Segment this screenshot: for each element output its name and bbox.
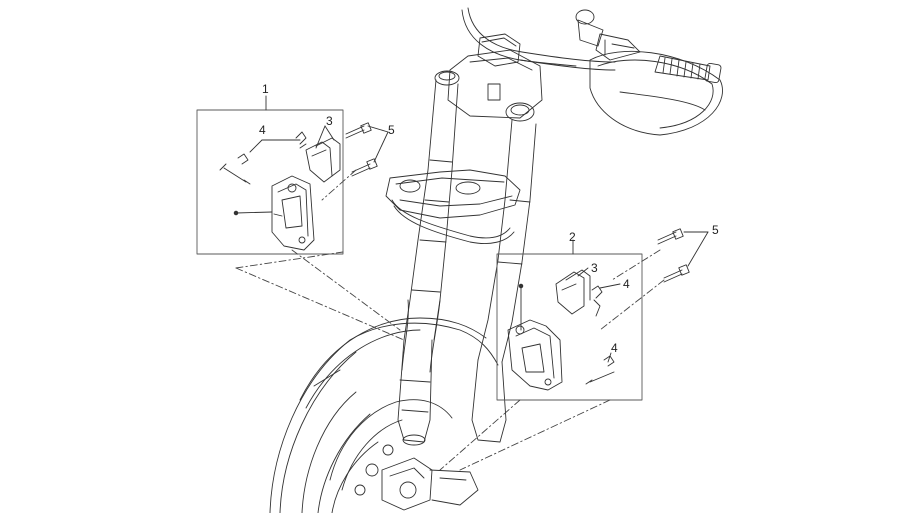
front-wheel [269,317,499,513]
callout-2-caliper: 2 [569,230,576,244]
lower-triple-clamp [385,169,521,244]
left-caliper-group [196,95,389,255]
callout-4-clip-right-upper: 4 [623,277,630,291]
alignment-lines [235,169,665,471]
callout-3-pads-right: 3 [591,261,598,275]
right-caliper-group [496,228,709,401]
top-triple-clamp [434,33,543,122]
callout-5-screws-left: 5 [388,123,395,137]
handlebar [461,7,723,136]
callout-4-pin-right-lower: 4 [611,341,618,355]
callout-4-pin-clip-left: 4 [259,123,266,137]
callout-3-pads-left: 3 [326,114,333,128]
callout-1-caliper: 1 [262,82,269,96]
fork-tubes [397,79,537,446]
callout-5-screws-right: 5 [712,223,719,237]
